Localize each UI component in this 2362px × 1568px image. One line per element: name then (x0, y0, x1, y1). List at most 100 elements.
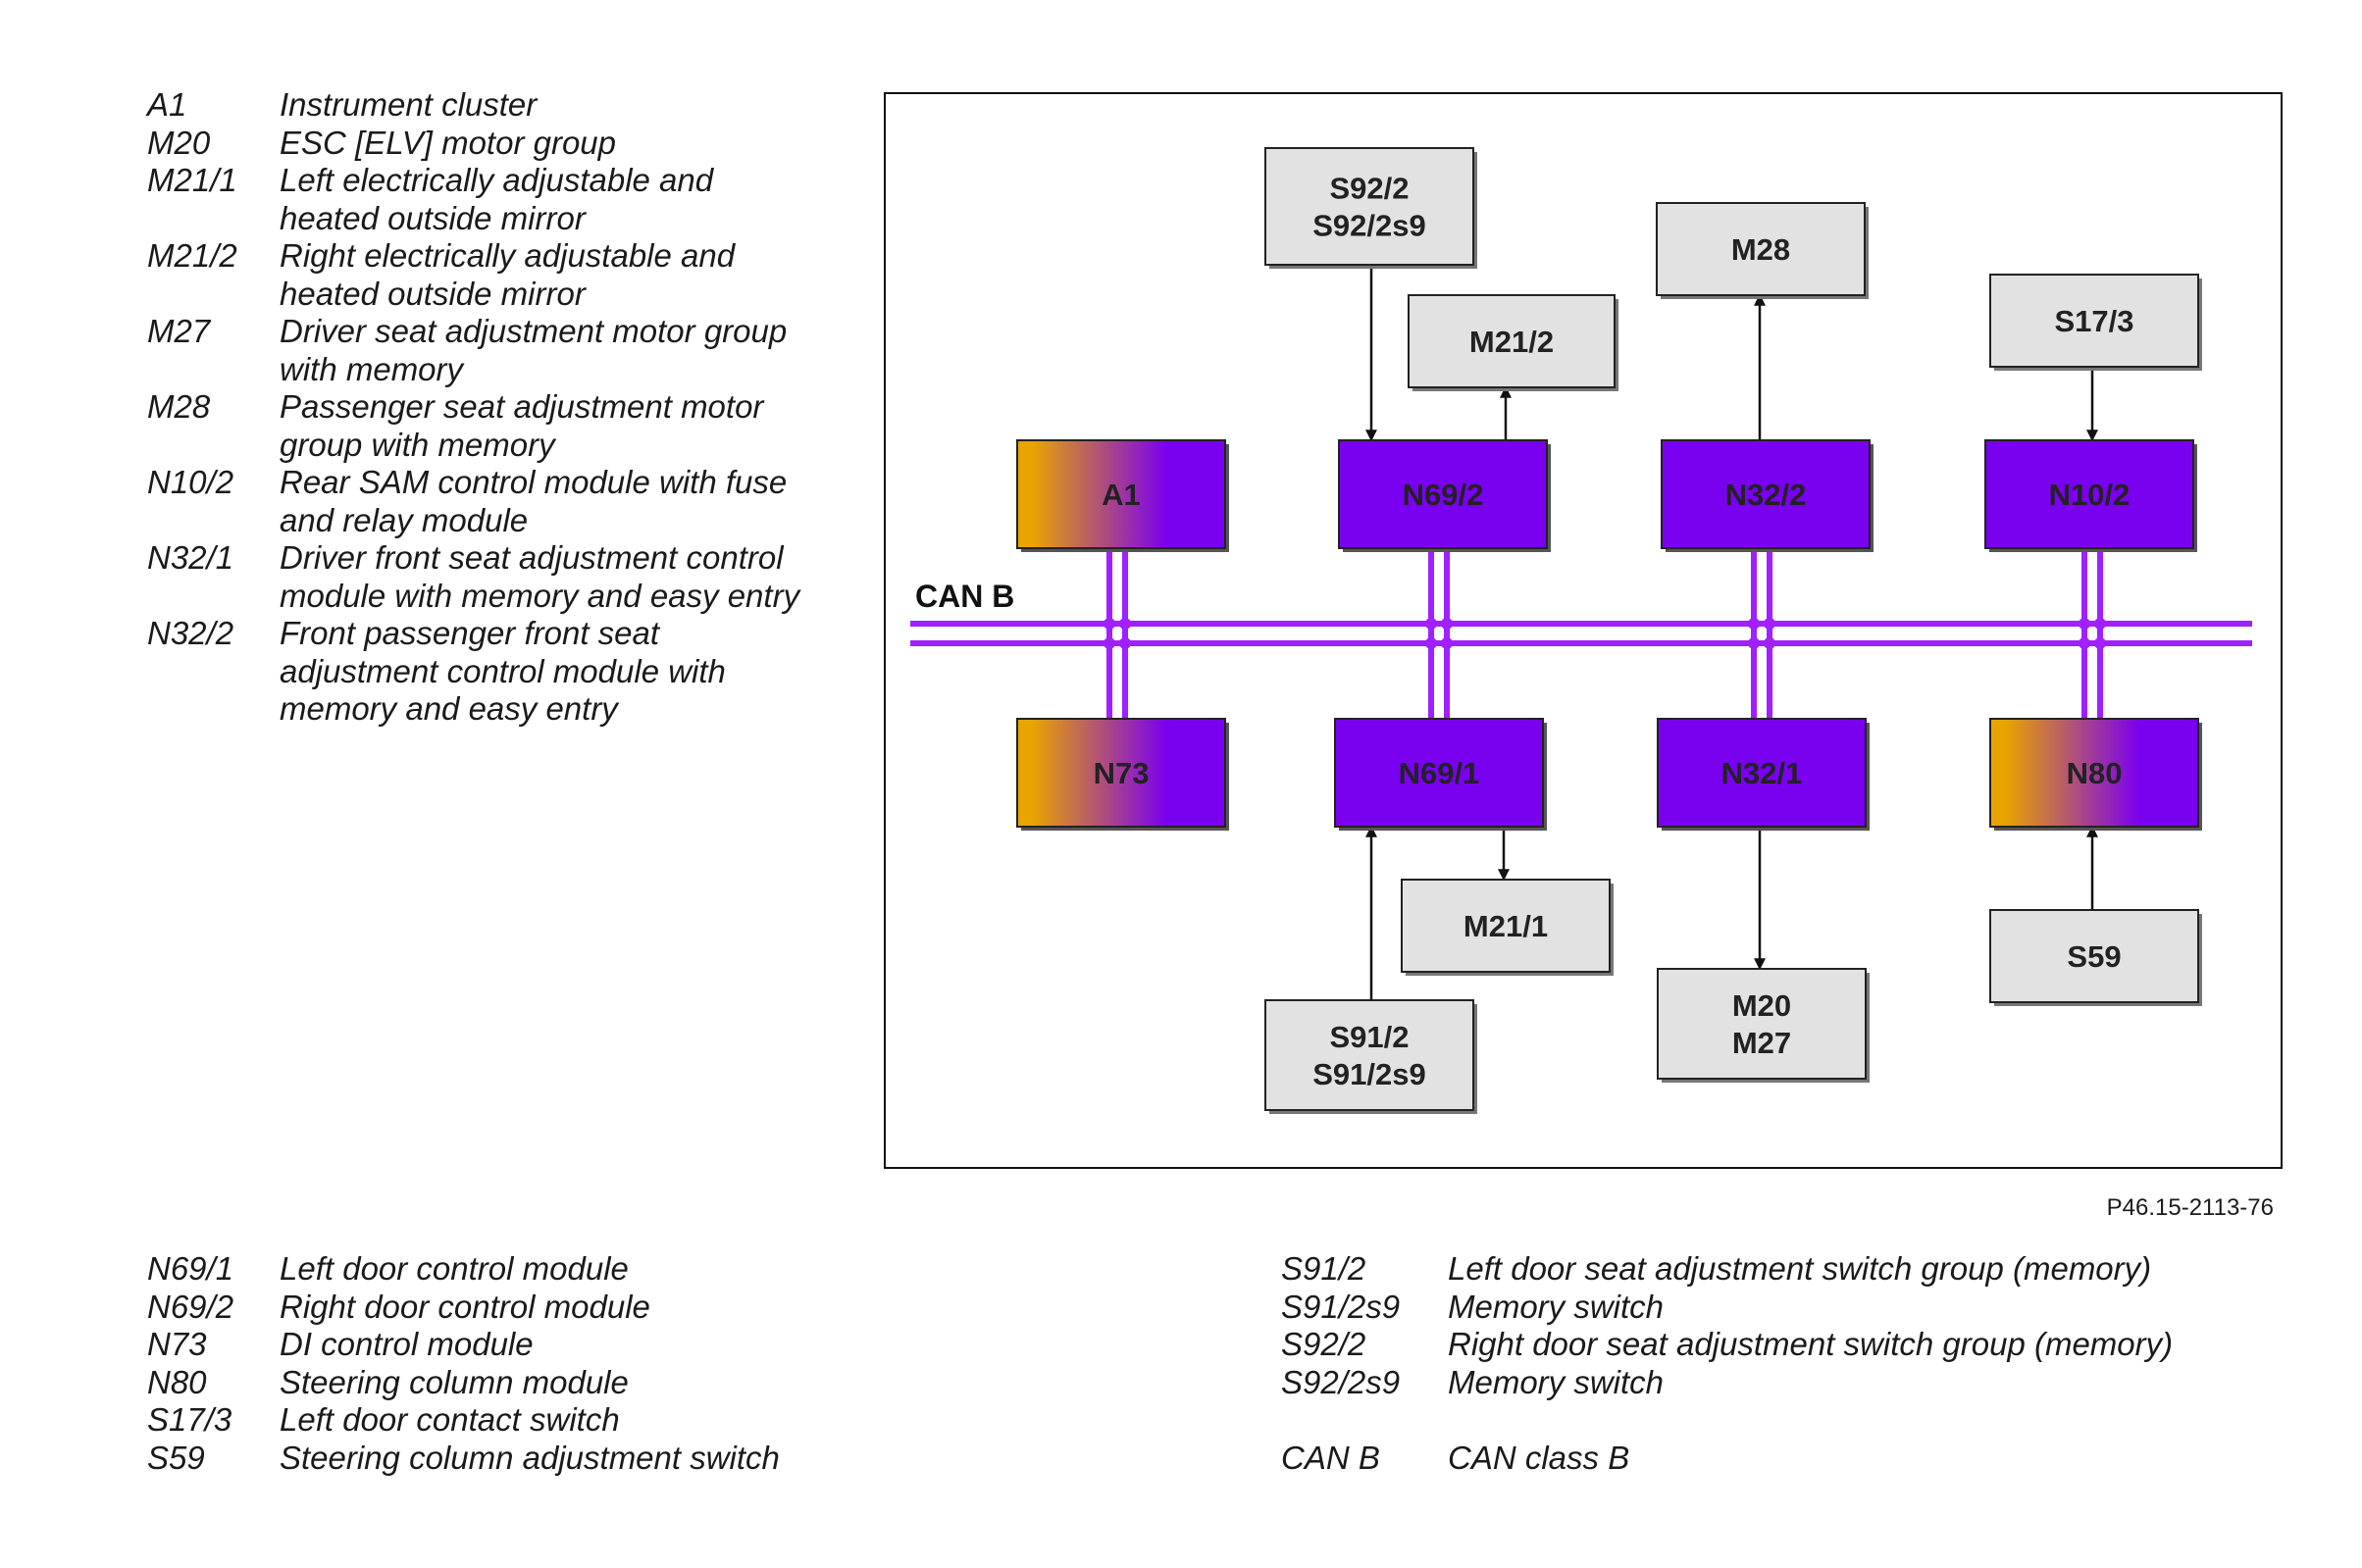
component-m21-2: M21/2 (1408, 294, 1618, 391)
bus-junction-dot (1441, 618, 1453, 630)
bus-junction-dot (1425, 637, 1437, 649)
module-n32-1: N32/1 (1657, 718, 1870, 831)
module-box (1338, 439, 1548, 549)
component-label: M21/1 (1463, 909, 1548, 943)
legend-code: S91/2s9 (1281, 1288, 1401, 1325)
legend-row: N73 DI control module (147, 1326, 834, 1364)
legend-code: S91/2 (1281, 1250, 1366, 1287)
legend-desc: Right electrically adjustable and heated… (280, 237, 736, 312)
module-label: N73 (1094, 756, 1150, 790)
can-bus (910, 548, 2252, 719)
legend-desc: Memory switch (1448, 1363, 1665, 1400)
module-label: N10/2 (2049, 478, 2131, 512)
figure-id: P46.15-2113-76 (2106, 1194, 2274, 1221)
component-label: S91/2s9 (1312, 1057, 1426, 1091)
legend-code: M20 (147, 124, 211, 161)
connection-links (1365, 265, 2098, 1000)
component-label: M28 (1731, 232, 1790, 267)
legend-code: M21/2 (147, 237, 237, 274)
module-label: N69/1 (1399, 756, 1480, 790)
legend-code: N32/1 (147, 539, 234, 576)
legend-code: N73 (147, 1326, 207, 1362)
bus-junction-dot (2094, 618, 2106, 630)
module-label: N32/2 (1725, 478, 1807, 512)
module-n73: N73 (1016, 718, 1229, 831)
legend-desc: Memory switch (1448, 1288, 1665, 1325)
legend-desc: Driver front seat adjustment control mod… (280, 539, 800, 614)
legend-row: S91/2s9 Memory switch (1281, 1289, 2223, 1327)
bus-junction-dot (1764, 637, 1775, 649)
legend-code: N69/1 (147, 1250, 234, 1287)
can-bus-label: CAN B (915, 579, 1014, 614)
legend-desc: ESC [ELV] motor group (280, 124, 617, 161)
component-m21-1: M21/1 (1401, 879, 1614, 976)
component-m28: M28 (1656, 202, 1869, 299)
bus-junction-dot (1119, 618, 1131, 630)
legend-row: M21/2 Right electrically adjustable and h… (147, 237, 814, 313)
legend-desc: Left door control module (280, 1250, 629, 1287)
bus-junction-dot (1104, 618, 1115, 630)
module-n69-2: N69/2 (1338, 439, 1551, 552)
component-label: S92/2s9 (1312, 209, 1426, 243)
component-box (1989, 909, 2199, 1003)
legend-row: M20 ESC [ELV] motor group (147, 125, 814, 163)
legend-row: S92/2 Right door seat adjustment switch g… (1281, 1326, 2223, 1364)
module-box (1657, 718, 1867, 828)
module-box (1016, 439, 1226, 549)
legend-code: N32/2 (147, 615, 234, 651)
legend-code: N69/2 (147, 1288, 234, 1325)
legend-desc: Front passenger front seat adjustment co… (280, 615, 726, 727)
component-label: M27 (1732, 1026, 1791, 1060)
legend-desc: Steering column adjustment switch (280, 1439, 780, 1476)
legend-row: N69/1 Left door control module (147, 1250, 834, 1289)
legend-code: CAN B (1281, 1439, 1380, 1476)
bus-junction-dot (2079, 637, 2090, 649)
component-label: M21/2 (1469, 325, 1554, 359)
component-box (1657, 968, 1867, 1080)
legend-code: A1 (147, 86, 187, 123)
module-label: N32/1 (1721, 756, 1803, 790)
legend-code: S92/2s9 (1281, 1363, 1401, 1400)
module-box (1016, 718, 1226, 828)
legend-code: S59 (147, 1439, 205, 1476)
legend-desc: DI control module (280, 1326, 534, 1362)
module-box (1334, 718, 1544, 828)
bus-junction-dot (2094, 637, 2106, 649)
bus-junction-dot (1104, 637, 1115, 649)
legend-code: N10/2 (147, 464, 234, 500)
legend-desc: Steering column module (280, 1363, 629, 1400)
legend-code: M28 (147, 388, 211, 425)
component-label: S59 (2067, 939, 2121, 974)
legend-top: A1 Instrument cluster M20 ESC [ELV] motor … (147, 86, 814, 729)
legend-desc: Right door seat adjustment switch group … (1448, 1326, 2174, 1362)
bus-junction-dot (1748, 618, 1760, 630)
legend-row: S91/2 Left door seat adjustment switch gr… (1281, 1250, 2223, 1289)
legend-desc: Driver seat adjustment motor group with … (280, 313, 788, 387)
bus-junction-dot (1425, 618, 1437, 630)
module-a1: A1 (1016, 439, 1229, 552)
module-label: N69/2 (1403, 478, 1484, 512)
component-s17-3: S17/3 (1989, 274, 2202, 371)
legend-desc: Left door contact switch (280, 1401, 620, 1438)
legend-desc: Instrument cluster (280, 86, 538, 123)
module-box (1989, 718, 2199, 828)
module-box (1984, 439, 2194, 549)
legend-row: A1 Instrument cluster (147, 86, 814, 125)
bus-junction-dot (2079, 618, 2090, 630)
legend-code: S92/2 (1281, 1326, 1366, 1362)
module-label: A1 (1102, 478, 1141, 512)
legend-code: N80 (147, 1363, 207, 1400)
bus-junction-dot (1119, 637, 1131, 649)
legend-desc: Left door seat adjustment switch group (… (1448, 1250, 2152, 1287)
component-box (1264, 147, 1474, 266)
legend-row: CAN B CAN class B (1281, 1440, 2223, 1478)
legend-desc: CAN class B (1448, 1439, 1630, 1476)
